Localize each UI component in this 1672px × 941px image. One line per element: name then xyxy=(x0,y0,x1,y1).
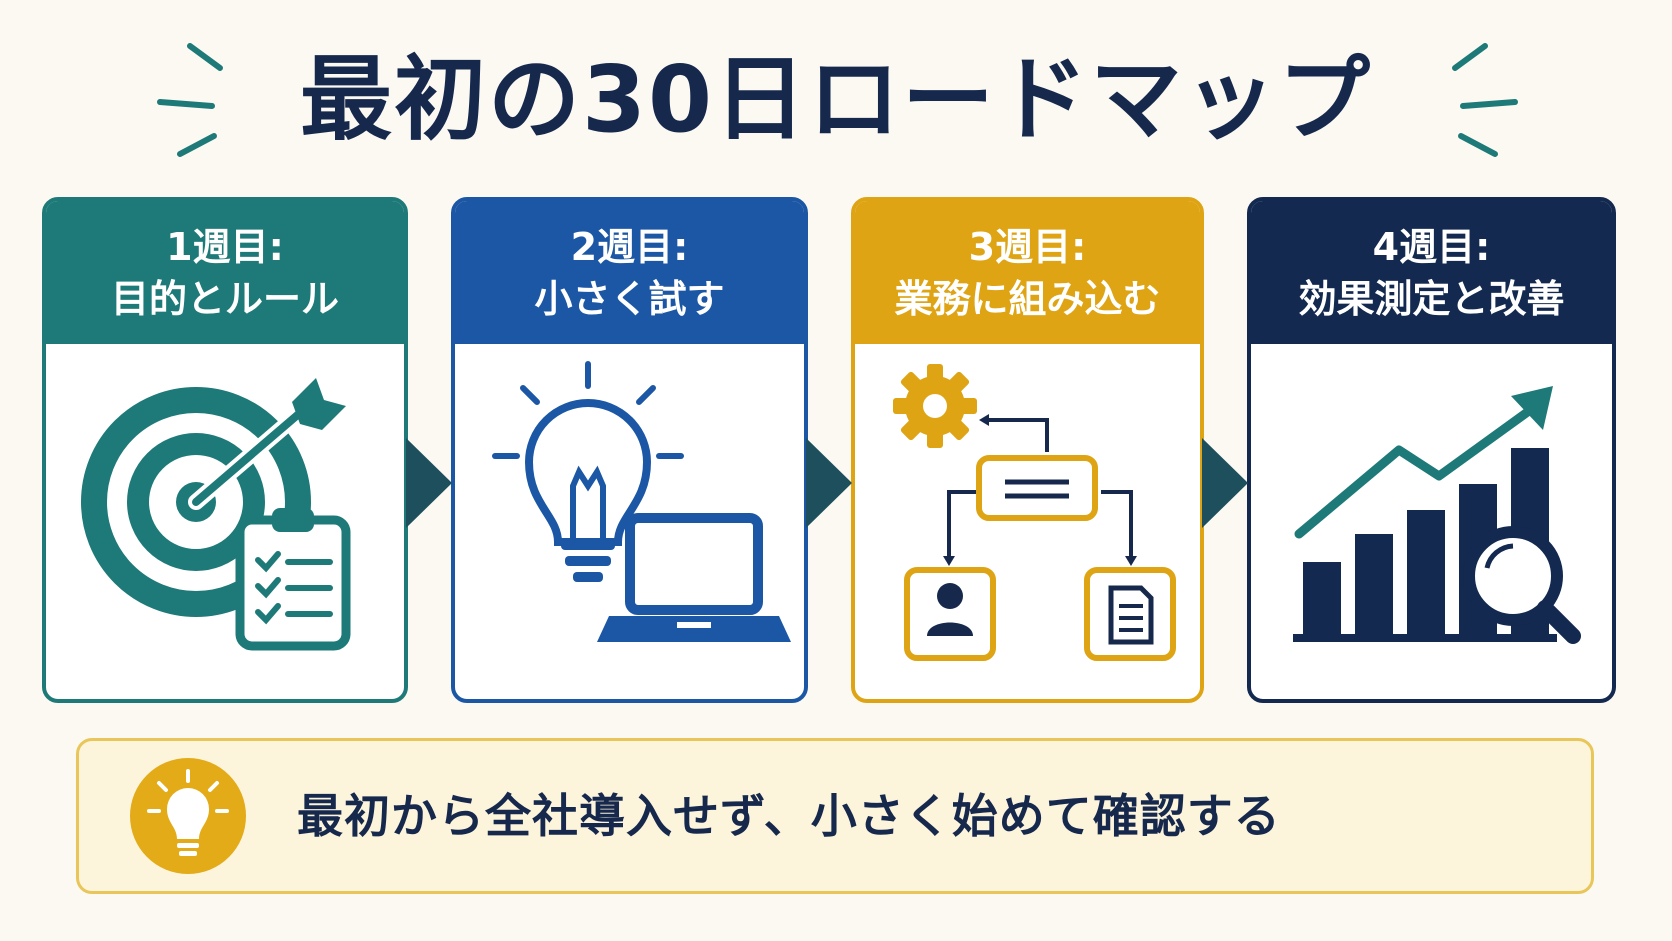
lightbulb-icon xyxy=(130,758,246,874)
left-burst-decoration xyxy=(157,43,223,157)
week-2-card: 2週目: 小さく試す xyxy=(451,197,808,703)
tip-text: 最初から全社導入せず、小さく始めて確認する xyxy=(297,789,1281,843)
week-4-card: 4週目: 効果測定と改善 xyxy=(1247,197,1616,703)
week-3-header: 3週目: 業務に組み込む xyxy=(855,201,1200,344)
lightbulb-laptop-icon xyxy=(492,361,791,642)
week-4-task: 効果測定と改善 xyxy=(1298,276,1565,321)
week-1-label: 1週目: xyxy=(166,224,284,269)
growth-chart-icon xyxy=(1293,386,1581,644)
arrow-2-to-3-icon xyxy=(806,438,852,528)
arrow-1-to-2-icon xyxy=(406,438,452,528)
week-1-header: 1週目: 目的とルール xyxy=(46,201,404,344)
week-3-label: 3週目: xyxy=(968,224,1087,269)
week-4-label: 4週目: xyxy=(1372,224,1491,269)
tip-banner: 最初から全社導入せず、小さく始めて確認する xyxy=(76,738,1594,894)
right-burst-decoration xyxy=(1452,43,1518,157)
gear-icon xyxy=(893,364,977,448)
week-1-task: 目的とルール xyxy=(110,276,339,321)
week-1-card: 1週目: 目的とルール xyxy=(42,197,408,703)
arrow-3-to-4-icon xyxy=(1202,438,1248,528)
week-3-task: 業務に組み込む xyxy=(894,276,1161,321)
week-2-label: 2週目: xyxy=(570,224,689,269)
week-4-header: 4週目: 効果測定と改善 xyxy=(1251,201,1612,344)
week-2-header: 2週目: 小さく試す xyxy=(455,201,804,344)
page-title: 最初の30日ロードマップ xyxy=(299,46,1373,153)
target-checklist-icon xyxy=(81,378,351,651)
week-2-task: 小さく試す xyxy=(534,276,725,321)
workflow-icon xyxy=(893,364,1176,661)
week-3-card: 3週目: 業務に組み込む xyxy=(851,197,1204,703)
